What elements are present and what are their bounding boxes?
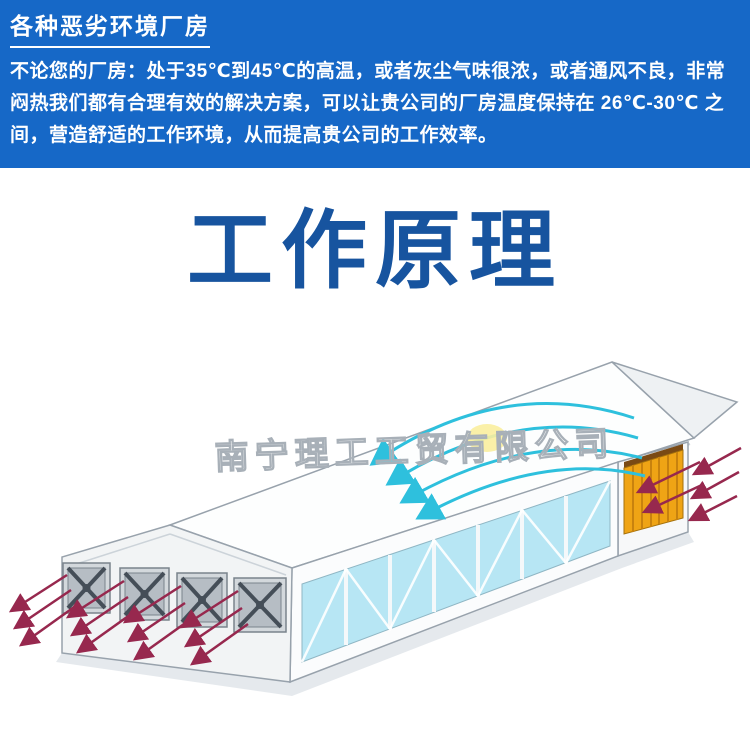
exhaust-fan-3 (176, 572, 228, 628)
watermark-glow (467, 424, 507, 453)
gable-fascia-left (69, 533, 171, 567)
ground-shadow (56, 532, 694, 697)
intro-paragraph: 不论您的厂房：处于35℃到45℃的高温，或者灰尘气味很浓，或者通风不良，非常闷热… (10, 61, 726, 146)
internal-airflow-arrows (369, 402, 646, 520)
exhaust-fan-2 (119, 567, 170, 621)
intake-airflow-arrows (635, 446, 742, 522)
header-banner: 各种恶劣环境厂房 不论您的厂房：处于35℃到45℃的高温，或者灰尘气味很浓，或者… (0, 0, 750, 168)
working-principle-illustration: 南宁理工工贸有限公司 (0, 314, 750, 738)
exhaust-airflow-arrows (8, 573, 249, 666)
section-heading-wrap: 工作原理 (0, 168, 750, 314)
front-wall-windows (300, 480, 612, 663)
exhaust-fan-4 (233, 577, 287, 633)
truss-braces (300, 480, 612, 663)
roof-right-gable (611, 361, 739, 440)
page-title: 各种恶劣环境厂房 (10, 7, 210, 48)
working-principle-title: 工作原理 (187, 202, 563, 299)
gable-fascia-right (169, 533, 287, 576)
